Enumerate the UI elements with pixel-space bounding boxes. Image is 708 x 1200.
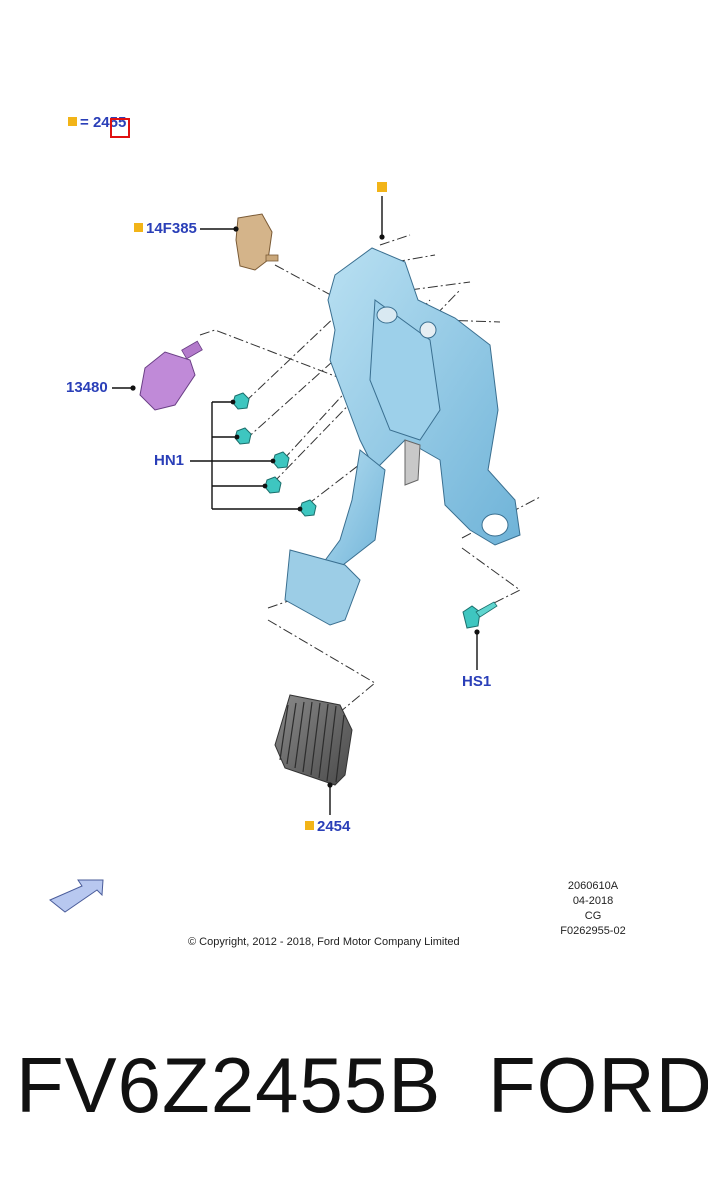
marker-square-icon xyxy=(305,821,314,830)
orientation-arrow-icon xyxy=(49,879,104,913)
pedal-pad xyxy=(274,694,353,815)
pedal-switch xyxy=(112,340,203,411)
nuts-group xyxy=(190,392,317,517)
footer: FV6Z2455B FORD xyxy=(0,1040,708,1180)
brand-name: FORD xyxy=(488,1041,708,1129)
callout-14f385[interactable]: 14F385 xyxy=(134,220,197,238)
highlight-box xyxy=(110,118,130,138)
callout-13480-text: 13480 xyxy=(66,379,108,396)
callout-13480[interactable]: 13480 xyxy=(66,379,108,397)
callout-14f385-text: 14F385 xyxy=(146,220,197,237)
meta-region: CG xyxy=(584,910,602,922)
callout-hn1-text: HN1 xyxy=(154,452,185,469)
top-marker xyxy=(377,182,387,240)
meta-date: 04-2018 xyxy=(572,895,614,907)
callout-2454-text: 2454 xyxy=(317,818,351,835)
pedal-position-sensor xyxy=(200,213,279,271)
legend-symbol: = xyxy=(80,114,89,131)
callout-hs1[interactable]: HS1 xyxy=(462,673,491,691)
pedal-assembly-diagram xyxy=(49,182,541,913)
pedal-plate xyxy=(284,549,361,626)
part-number: FV6Z2455B xyxy=(16,1041,442,1129)
marker-square-icon xyxy=(134,223,143,232)
callout-hn1[interactable]: HN1 xyxy=(154,452,184,470)
pedal-bracket xyxy=(317,247,521,576)
callout-hs1-text: HS1 xyxy=(462,673,492,690)
screw xyxy=(462,601,498,670)
meta-code: 2060610A xyxy=(567,880,619,892)
figure-meta: 2060610A 04-2018 CG F0262955-02 xyxy=(548,879,638,939)
marker-square-icon xyxy=(68,117,77,126)
meta-figure: F0262955-02 xyxy=(560,925,626,937)
callout-2454[interactable]: 2454 xyxy=(305,818,350,836)
copyright-text: © Copyright, 2012 - 2018, Ford Motor Com… xyxy=(188,936,460,948)
